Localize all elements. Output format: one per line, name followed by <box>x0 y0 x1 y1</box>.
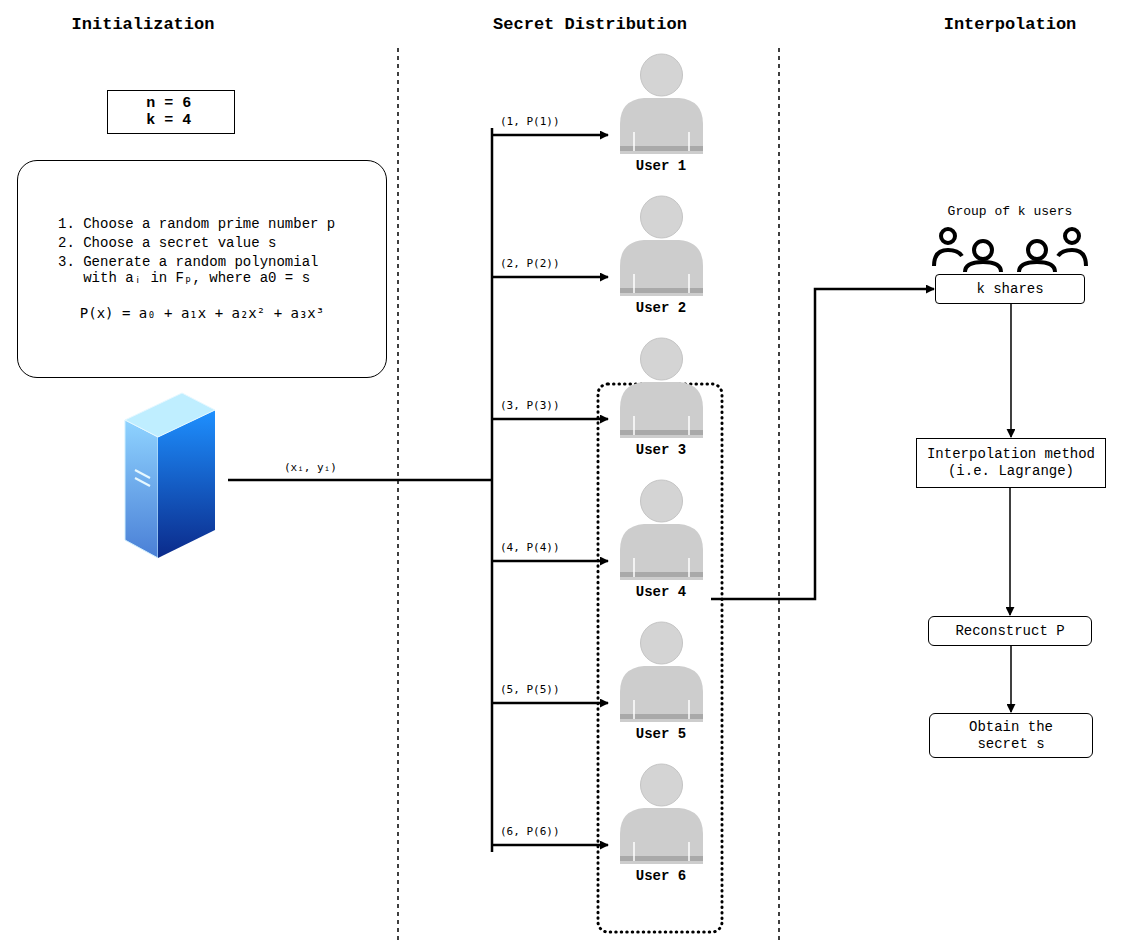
user-label: User 3 <box>636 442 686 458</box>
column-divider <box>778 48 780 940</box>
user-node: User 3 <box>611 336 711 458</box>
server-icon <box>125 393 215 558</box>
step-text: 3. Generate a random polynomial with aᵢ … <box>58 254 338 288</box>
connector <box>711 289 934 599</box>
column-heading: Initialization <box>70 15 217 34</box>
column-divider <box>397 48 399 940</box>
parameter-box: n = 6 k = 4 <box>107 90 235 135</box>
step-text: 1. Choose a random prime number p <box>58 216 338 233</box>
box-text: k shares <box>976 281 1043 298</box>
user-label: User 4 <box>636 584 686 600</box>
share-label: (2, P(2)) <box>498 257 562 270</box>
user-node: User 5 <box>611 620 711 742</box>
box-text: Interpolation method (i.e. Lagrange) <box>923 446 1099 480</box>
result-box: Obtain the secret s <box>929 713 1093 758</box>
user-icon <box>618 620 705 722</box>
step-text: 2. Choose a secret value s <box>58 235 338 252</box>
user-icon <box>618 52 705 154</box>
user-label: User 6 <box>636 868 686 884</box>
user-node: User 2 <box>611 194 711 316</box>
share-label: (4, P(4)) <box>498 541 562 554</box>
user-label: User 5 <box>636 726 686 742</box>
process-box: Interpolation method (i.e. Lagrange) <box>916 438 1106 488</box>
box-text: Obtain the secret s <box>961 719 1062 753</box>
share-label: (1, P(1)) <box>498 115 562 128</box>
edge-label: (xᵢ, yᵢ) <box>282 461 339 474</box>
user-icon <box>618 194 705 296</box>
user-node: User 1 <box>611 52 711 174</box>
connector <box>1010 646 1012 712</box>
steps-box: 1. Choose a random prime number p 2. Choo… <box>17 160 387 378</box>
user-label: User 2 <box>636 300 686 316</box>
box-text: Reconstruct P <box>955 623 1064 640</box>
user-node: User 4 <box>611 478 711 600</box>
connector <box>1010 304 1012 437</box>
user-icon <box>618 762 705 864</box>
process-box: Reconstruct P <box>928 616 1092 646</box>
connector <box>1009 488 1011 615</box>
group-caption: Group of k users <box>946 204 1075 219</box>
box-text: n = 6 k = 4 <box>146 95 196 130</box>
user-node: User 6 <box>611 762 711 884</box>
column-heading: Interpolation <box>942 15 1079 34</box>
group-bracket <box>598 384 722 932</box>
share-label: (6, P(6)) <box>498 825 562 838</box>
column-heading: Secret Distribution <box>491 15 689 34</box>
user-icon <box>618 336 705 438</box>
group-icon <box>934 229 1086 272</box>
formula-text: P(x) = a₀ + a₁x + a₂x² + a₃x³ <box>80 305 324 322</box>
share-label: (5, P(5)) <box>498 683 562 696</box>
share-label: (3, P(3)) <box>498 399 562 412</box>
user-label: User 1 <box>636 158 686 174</box>
shares-box: k shares <box>935 274 1085 304</box>
user-icon <box>618 478 705 580</box>
